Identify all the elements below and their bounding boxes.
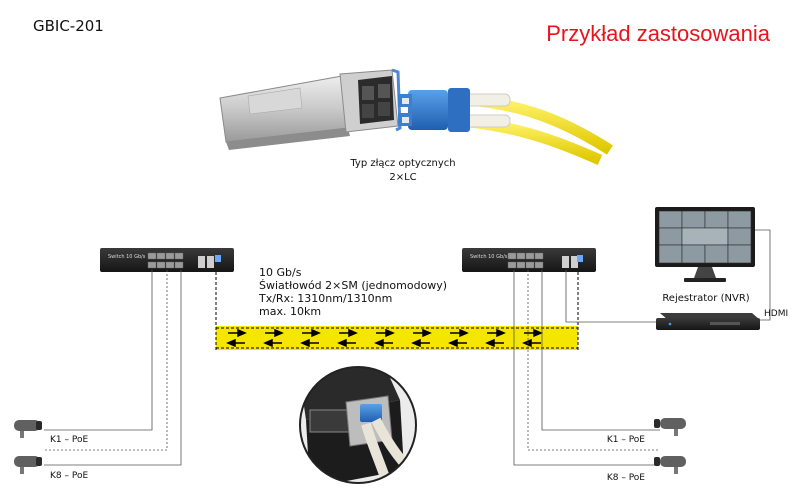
arrow-left-icon (263, 338, 282, 348)
tx-direction-arrows (228, 328, 543, 338)
link-distance: max. 10km (259, 305, 321, 318)
nvr-image (656, 313, 760, 330)
arrow-right-icon (413, 328, 432, 338)
left-camera-cables (44, 270, 182, 466)
lc-connector-image (398, 88, 613, 166)
switch-left: Switch 10 Gb/s (100, 248, 234, 272)
arrow-right-icon (228, 328, 247, 338)
arrow-right-icon (339, 328, 358, 338)
arrow-right-icon (302, 328, 321, 338)
arrow-right-icon (265, 328, 284, 338)
arrow-right-icon (487, 328, 506, 338)
right-camera-cables (513, 270, 660, 466)
fiber-link (215, 272, 579, 350)
camera-right-k8-label: K8 – PoE (607, 473, 645, 483)
hdmi-label: HDMI (764, 309, 788, 319)
camera-left-k1 (14, 420, 42, 438)
switch-right-label: Switch 10 Gb/s (470, 254, 508, 260)
arrow-right-icon (450, 328, 469, 338)
camera-left-k1-label: K1 – PoE (50, 435, 88, 445)
sfp-installed-closeup (299, 366, 417, 484)
nvr-label: Rejestrator (NVR) (662, 293, 749, 304)
page-title: Przykład zastosowania (546, 21, 771, 46)
arrow-left-icon (485, 338, 504, 348)
model-name: GBIC-201 (33, 17, 104, 35)
arrow-right-icon (376, 328, 395, 338)
camera-right-k1 (654, 418, 686, 436)
camera-right-k8 (654, 456, 686, 474)
monitor-image (655, 207, 755, 282)
arrow-left-icon (448, 338, 467, 348)
connector-caption-line2: 2×LC (389, 172, 416, 183)
arrow-left-icon (337, 338, 356, 348)
arrow-left-icon (226, 338, 245, 348)
arrow-right-icon (524, 328, 543, 338)
nvr-network-cable (565, 270, 660, 323)
sfp-module-image (219, 68, 402, 150)
switch-right: Switch 10 Gb/s (462, 248, 596, 272)
camera-left-k8-label: K8 – PoE (50, 471, 88, 481)
camera-right-k1-label: K1 – PoE (607, 435, 645, 445)
switch-left-label: Switch 10 Gb/s (108, 254, 146, 260)
arrow-left-icon (374, 338, 393, 348)
rx-direction-arrows (226, 338, 541, 348)
arrow-left-icon (411, 338, 430, 348)
link-wavelength: Tx/Rx: 1310nm/1310nm (258, 292, 392, 305)
connector-caption-line1: Typ złącz optycznych (349, 158, 455, 169)
camera-left-k8 (14, 456, 42, 474)
link-speed: 10 Gb/s (259, 266, 302, 279)
hdmi-cable (752, 229, 771, 321)
link-fiber-type: Światłowód 2×SM (jednomodowy) (259, 279, 447, 292)
arrow-left-icon (300, 338, 319, 348)
